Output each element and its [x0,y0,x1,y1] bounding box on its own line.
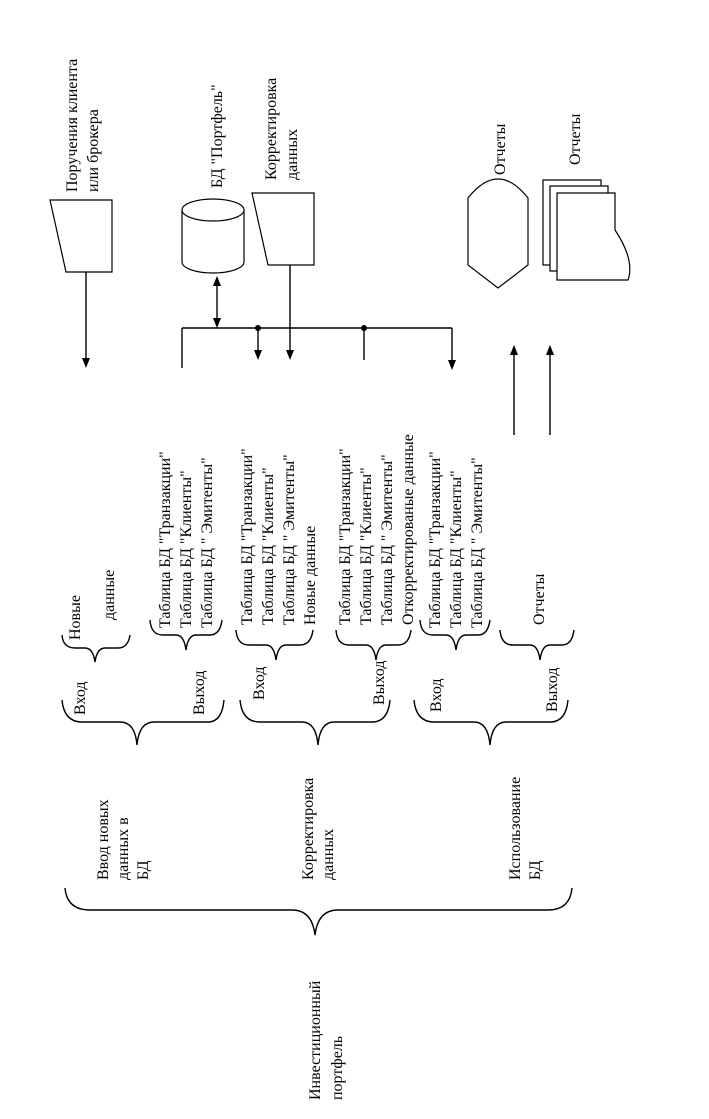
phase-input-line1: Ввод новых [95,799,112,880]
multi-document-symbol-reports [542,179,631,281]
p2-in-item-3: Таблица БД " Эмитенты" [281,454,298,625]
p2-out-brace [335,629,412,661]
bus-drop-3-arrowhead [448,360,456,370]
correction-label-line1: Корректировка [263,78,280,180]
p1-out-brace [149,619,223,651]
report-arrow-1-head [510,345,518,355]
p2-in-label: Вход [251,666,268,700]
db-arrowhead-up [213,276,221,286]
p2-out-label: Выход [371,661,388,706]
reports-brace [499,629,575,661]
p2-in-item-4: Новые данные [302,526,319,625]
p3-in-brace [419,619,491,651]
p2-in-brace [235,629,314,661]
display-reports-label: Отчеты [492,123,509,175]
phase-input-brace [61,699,225,746]
phase-correct-brace [239,699,391,746]
p2-out-item-2: Таблица БД "Клиенты" [358,467,375,625]
phase-correct-line2: данных [320,829,337,880]
p1-out-item-3: Таблица БД " Эмитенты" [199,457,216,628]
correction-arrowhead [286,350,294,360]
new-data-line1: Новые [67,595,84,640]
new-data-line2: данные [101,570,118,620]
p1-in-label: Вход [72,681,89,715]
orders-arrowhead [82,358,90,368]
p1-out-item-1: Таблица БД "Транзакции" [157,451,174,628]
phase-use-line1: Использование [507,777,524,880]
p3-in-item-2: Таблица БД "Клиенты" [448,470,465,628]
docs-reports-label: Отчеты [567,113,584,165]
manual-input-symbol-correction [251,192,315,266]
db-arrowhead-down [213,318,221,328]
root-label-line1: Инвестиционный [307,980,324,1100]
p2-in-item-1: Таблица БД "Транзакции" [239,448,256,625]
new-data-brace [61,634,131,663]
p1-out-item-2: Таблица БД "Клиенты" [178,470,195,628]
phase-input-line3: БД [135,860,152,880]
database-cylinder-symbol [181,198,245,274]
p3-in-item-3: Таблица БД " Эмитенты" [469,457,486,628]
p2-out-item-3: Таблица БД " Эмитенты" [379,454,396,625]
p2-out-item-4: Откорректированые данные [400,434,417,625]
display-symbol-reports [467,178,529,289]
p3-out-label: Выход [544,668,561,713]
p2-in-item-2: Таблица БД "Клиенты" [260,467,277,625]
bus-drop-1-arrowhead [254,350,262,360]
orders-label-line1: Поручения клиента [64,59,81,192]
manual-input-symbol-orders [49,199,113,273]
phase-use-brace [413,699,569,746]
phase-use-line2: БД [527,860,544,880]
p1-out-label: Выход [191,671,208,716]
p2-out-item-1: Таблица БД "Транзакции" [337,448,354,625]
correction-label-line2: данных [284,129,301,180]
reports-group-label: Отчеты [531,573,548,625]
phase-input-line2: данных в [115,817,132,880]
p3-in-label: Вход [428,678,445,712]
db-label: БД "Портфель" [209,84,226,188]
root-label-line2: портфель [329,1036,346,1100]
orders-label-line2: или брокера [85,109,102,192]
p3-in-item-1: Таблица БД "Транзакции" [427,451,444,628]
report-arrow-2-head [546,345,554,355]
phase-correct-line1: Корректировка [300,778,317,880]
root-brace [64,887,573,936]
